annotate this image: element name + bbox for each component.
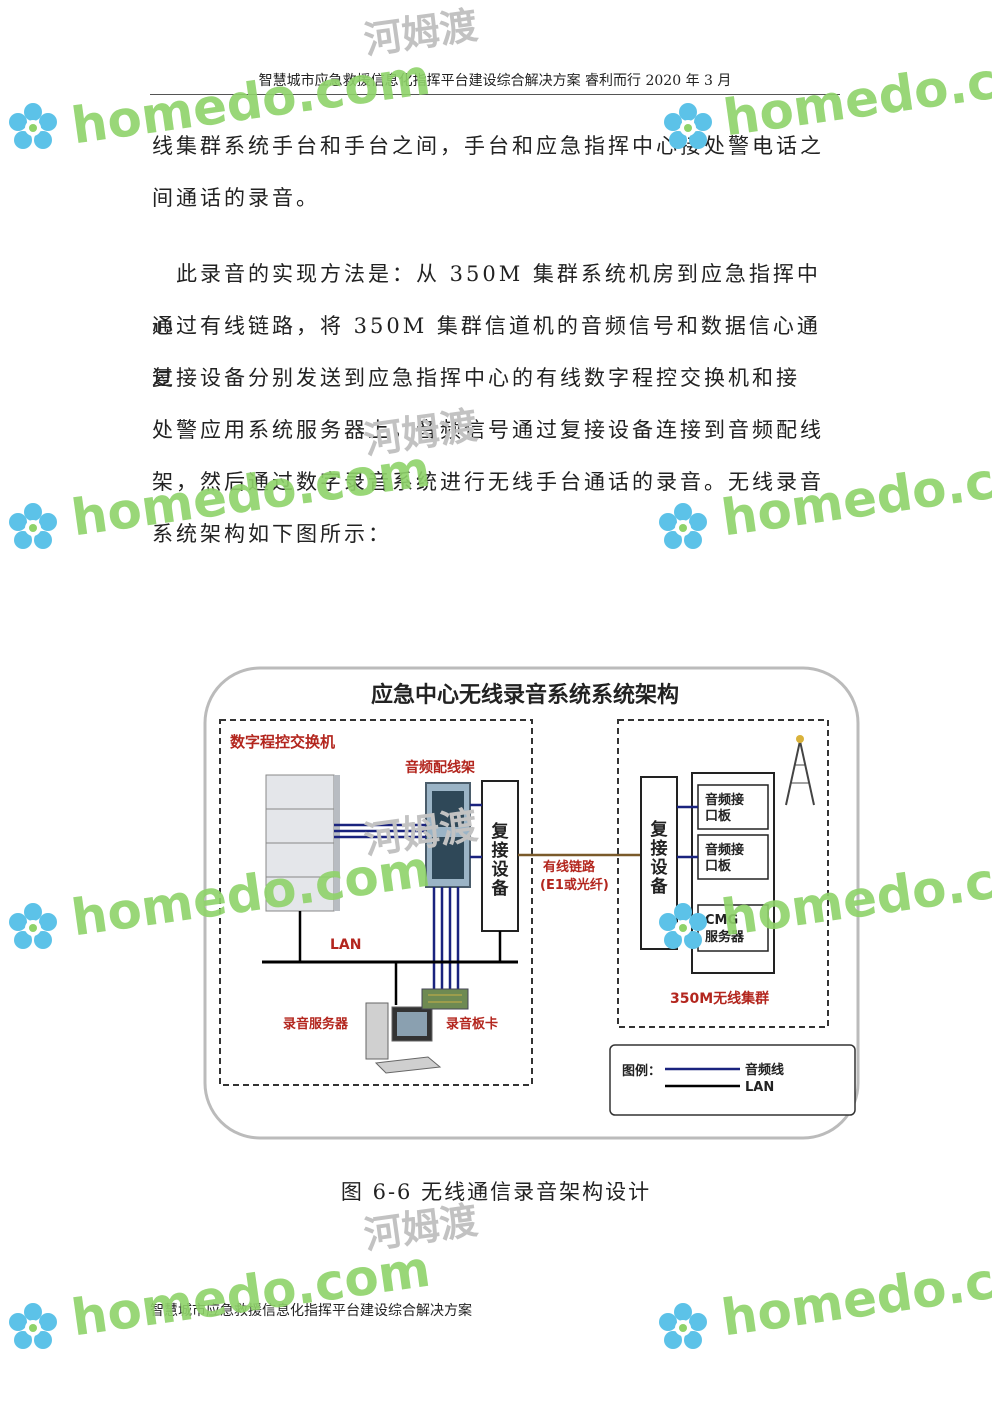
flower-logo-icon [659,1303,707,1349]
page-footer: 智慧城市应急救援信息化指挥平台建设综合解决方案 [150,1303,472,1319]
link-label-2: (E1或光纤) [540,877,609,893]
audio-board-1 [697,784,769,830]
audio-board-1-label: 音频接口板 [705,792,744,824]
mux-right-label: 复接设备 [650,819,669,897]
right-region [617,719,829,1028]
audio-board-2-label: 音频接口板 [705,842,744,874]
paragraph-line-4: 通过有线链路，将 350M 集群信道机的音频信号和数据信心通过 [152,314,821,390]
paragraph-line-2: 间通话的录音。 [152,186,320,210]
legend-box [609,1044,856,1116]
audio-frame-icon [425,782,471,888]
lan-label: LAN [330,937,361,953]
diagram-title: 应急中心无线录音系统系统架构 [371,682,679,708]
link-label-1: 有线链路 [543,859,596,875]
flower-logo-icon [9,903,57,949]
watermark-homedo-8: homedo.com [718,1239,992,1348]
audio-frame-label: 音频配线架 [405,759,475,776]
figure-caption: 图 6-6 无线通信录音架构设计 [340,1180,652,1204]
recording-server-label: 录音服务器 [283,1016,349,1032]
flower-logo-icon [664,103,712,149]
architecture-diagram: 应急中心无线录音系统系统架构 数字程控交换机 音频配线架 复接设备 LAN [203,666,860,1140]
flower-logo-icon [9,503,57,549]
cluster-label: 350M无线集群 [670,990,769,1007]
flower-logo-icon [9,1303,57,1349]
flower-logo-icon [659,903,707,949]
antenna-tower-icon [785,735,815,806]
watermark-homedo-7: homedo.com [68,1239,434,1348]
page-header: 智慧城市应急救援信息化指挥平台建设综合解决方案 睿利而行 2020 年 3 月 [150,70,840,95]
paragraph-line-8: 系统架构如下图所示： [152,522,392,546]
paragraph-line-7: 架，然后通过数字录音系统进行无线手台通话的录音。无线录音 [152,470,824,494]
legend-audio-label: 音频线 [745,1062,784,1078]
paragraph-line-1: 线集群系统手台和手台之间，手台和应急指挥中心接处警电话之 [152,134,824,158]
pbx-cabinet-icon [265,774,340,912]
mux-left-label: 复接设备 [491,821,510,899]
recording-card-label: 录音板卡 [446,1016,498,1032]
recording-card-icon [421,988,469,1010]
paragraph-line-3: 此录音的实现方法是：从 350M 集群系统机房到应急指挥中心 [152,262,821,338]
paragraph-line-6: 处警应用系统服务器上，音频信号通过复接设备连接到音频配线 [152,418,824,442]
cmg-server [697,904,769,952]
computer-icon [365,1002,442,1074]
legend-title: 图例： [622,1063,661,1079]
legend-lan-label: LAN [745,1080,774,1095]
pbx-label: 数字程控交换机 [230,733,335,751]
left-region [219,719,533,1086]
paragraph-line-5: 复接设备分别发送到应急指挥中心的有线数字程控交换机和接 [152,366,800,390]
flower-logo-icon [659,503,707,549]
watermark-cn-1: 河姆渡 [361,3,481,63]
flower-logo-icon [9,103,57,149]
